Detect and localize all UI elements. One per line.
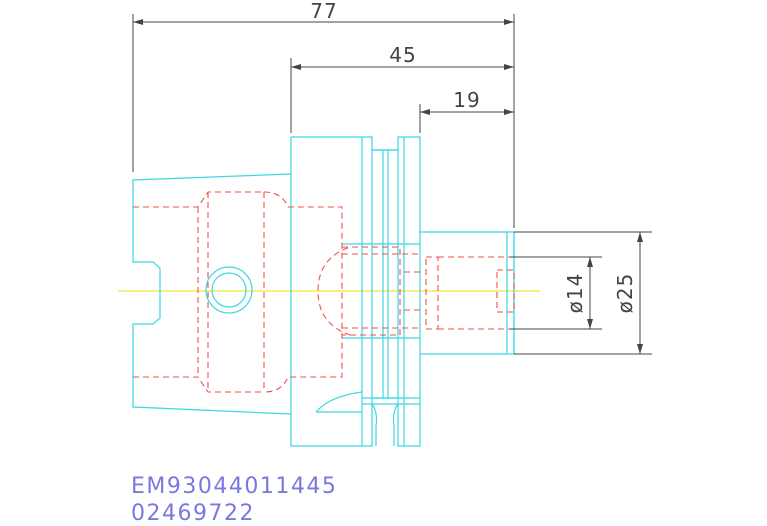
dim-holder-length: 45 — [389, 43, 416, 67]
dim-inner-diameter: ø14 — [563, 273, 587, 314]
part-code: EM93044011445 — [131, 474, 338, 499]
shank-outline — [420, 231, 515, 355]
dim-overall-length: 77 — [310, 0, 337, 23]
hidden-lines — [133, 191, 515, 393]
cross-hole — [205, 266, 253, 314]
part-number: 02469722 — [131, 501, 255, 526]
taper-outline — [132, 173, 292, 415]
dim-outer-diameter: ø25 — [613, 273, 637, 314]
dimension-lines — [132, 14, 652, 355]
flange-outline — [290, 136, 421, 447]
dim-shank-length: 19 — [453, 88, 480, 112]
